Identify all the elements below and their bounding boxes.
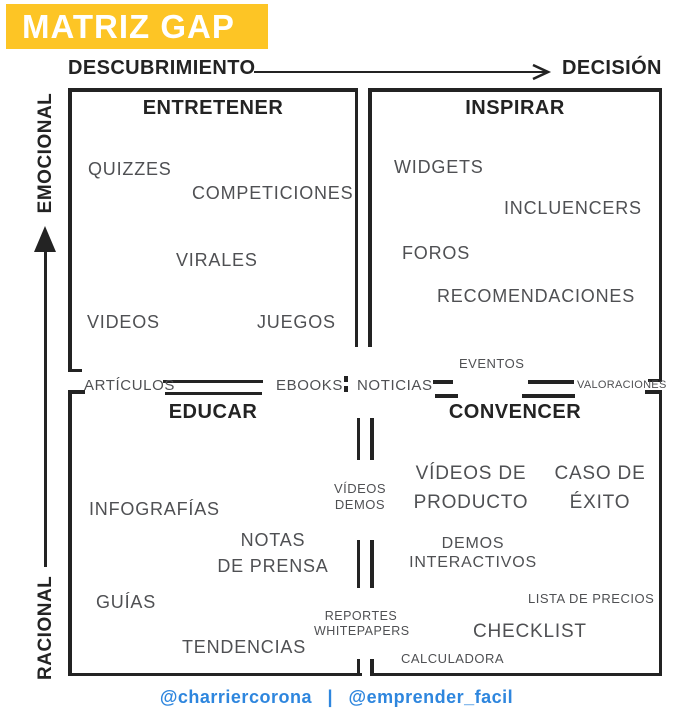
item-notas-de-prensa: NOTAS DE PRENSA bbox=[217, 530, 329, 576]
item-tendencias: TENDENCIAS bbox=[182, 637, 307, 657]
center-divider-dash bbox=[370, 540, 374, 588]
item-demos-interactivos: DEMOS INTERACTIVOS bbox=[409, 535, 537, 571]
item-caso-de-exito: CASO DE ÉXITO bbox=[554, 463, 646, 513]
divider-dot bbox=[344, 385, 348, 392]
quadrant-title-entretener: ENTRETENER bbox=[142, 97, 284, 119]
divider-dot bbox=[344, 375, 348, 382]
quadrant-border-segment bbox=[648, 378, 662, 382]
quadrant-border-segment bbox=[658, 390, 662, 676]
item-lista-de-precios: LISTA DE PRECIOS bbox=[528, 591, 655, 606]
footer-credits: @charriercorona | @emprender_facil bbox=[0, 687, 673, 708]
item-competiciones: COMPETICIONES bbox=[192, 183, 354, 203]
item-quizzes: QUIZZES bbox=[88, 159, 172, 179]
item-infografias: INFOGRAFÍAS bbox=[89, 499, 220, 519]
footer-separator: | bbox=[327, 687, 334, 707]
boundary-item-noticias: NOTICIAS bbox=[357, 377, 433, 394]
item-videos-demos: VÍDEOS DEMOS bbox=[333, 481, 387, 512]
axis-label-racional: RACIONAL bbox=[35, 575, 56, 680]
axis-label-emocional: EMOCIONAL bbox=[35, 92, 56, 214]
boundary-dash bbox=[522, 394, 575, 398]
boundary-item-valoraciones: VALORACIONES bbox=[577, 379, 667, 391]
page-title: MATRIZ GAP bbox=[6, 4, 268, 49]
quadrant-title-convencer: CONVENCER bbox=[448, 401, 582, 423]
quadrant-border-segment bbox=[68, 390, 85, 394]
quadrant-border-segment bbox=[645, 390, 662, 394]
quadrant-border-segment bbox=[68, 368, 82, 372]
item-calculadora: CALCULADORA bbox=[401, 651, 505, 666]
item-foros: FOROS bbox=[402, 243, 471, 263]
item-videos-de-producto: VÍDEOS DE PRODUCTO bbox=[413, 463, 529, 513]
quadrant-border-segment bbox=[370, 672, 662, 676]
center-divider-dash bbox=[356, 659, 360, 673]
arrow-up-icon bbox=[34, 226, 56, 252]
boundary-item-eventos: EVENTOS bbox=[459, 356, 525, 371]
boundary-item-articulos: ARTÍCULOS bbox=[84, 377, 175, 394]
quadrant-border-segment bbox=[68, 88, 72, 372]
quadrant-title-inspirar: INSPIRAR bbox=[465, 97, 565, 119]
item-incluencers: INCLUENCERS bbox=[504, 198, 642, 218]
item-videos: VIDEOS bbox=[87, 312, 160, 332]
item-recomendaciones: RECOMENDACIONES bbox=[437, 286, 636, 306]
center-divider-dash bbox=[356, 418, 360, 460]
quadrant-title-educar: EDUCAR bbox=[168, 401, 258, 423]
social-handle-right: @emprender_facil bbox=[348, 687, 514, 707]
boundary-item-ebooks: EBOOKS bbox=[276, 377, 343, 394]
quadrant-border-segment bbox=[68, 390, 72, 676]
item-juegos: JUEGOS bbox=[257, 312, 336, 332]
quadrant-border-segment bbox=[354, 88, 358, 347]
quadrant-border-segment bbox=[68, 88, 358, 92]
center-divider-dash bbox=[370, 418, 374, 460]
vertical-axis-line bbox=[44, 250, 47, 567]
boundary-dash bbox=[165, 391, 262, 395]
quadrant-border-segment bbox=[368, 88, 662, 92]
axis-label-descubrimiento: DESCUBRIMIENTO bbox=[68, 57, 256, 79]
item-reportes-whitepapers: REPORTES WHITEPAPERS bbox=[314, 609, 410, 638]
boundary-dash bbox=[433, 380, 453, 384]
item-guias: GUÍAS bbox=[96, 592, 157, 612]
center-divider-dash bbox=[370, 659, 374, 673]
social-handle-left: @charriercorona bbox=[159, 687, 312, 707]
center-divider-dash bbox=[356, 540, 360, 588]
item-checklist: CHECKLIST bbox=[473, 621, 587, 642]
boundary-dash bbox=[163, 379, 263, 383]
boundary-dash bbox=[435, 394, 458, 398]
arrow-right-icon bbox=[254, 63, 552, 81]
axis-label-decision: DECISIÓN bbox=[562, 57, 662, 79]
quadrant-border-segment bbox=[68, 672, 362, 676]
quadrant-border-segment bbox=[368, 88, 372, 347]
item-virales: VIRALES bbox=[176, 250, 258, 270]
quadrant-border-segment bbox=[658, 88, 662, 382]
boundary-dash bbox=[528, 380, 574, 384]
item-widgets: WIDGETS bbox=[394, 157, 484, 177]
